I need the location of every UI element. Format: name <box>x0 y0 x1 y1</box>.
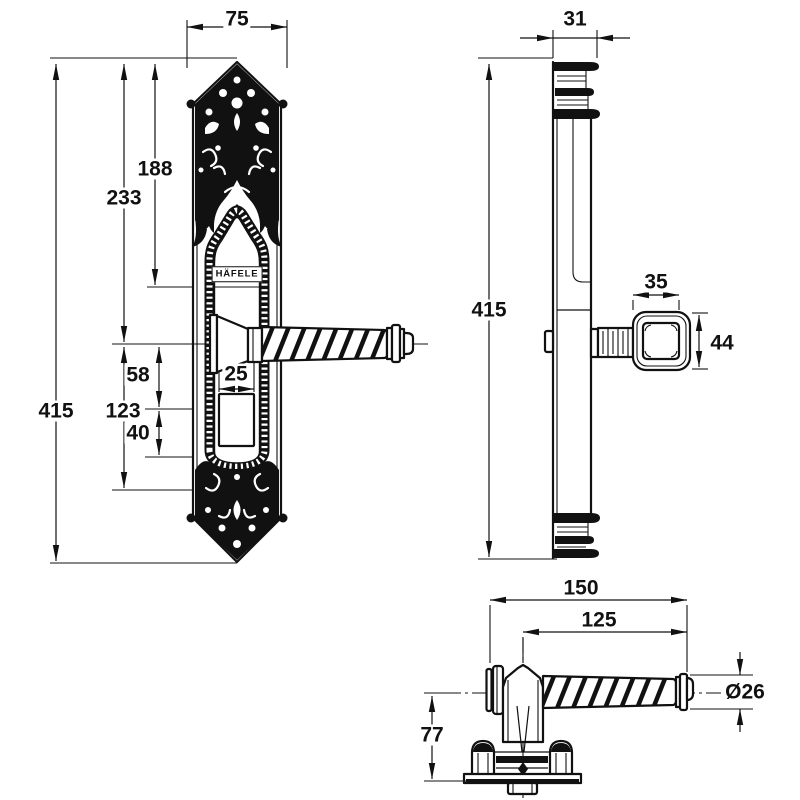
dim-front-188: 188 <box>135 157 175 181</box>
top-view-dimensions <box>424 596 753 782</box>
dim-front-58: 58 <box>124 363 152 387</box>
front-lever <box>205 313 428 375</box>
dim-top-projection-height: 77 <box>418 723 446 747</box>
dim-side-depth: 31 <box>561 7 589 31</box>
dim-front-keyhole-width: 25 <box>222 362 250 386</box>
dim-top-center-to-end: 125 <box>579 608 619 632</box>
dim-front-40: 40 <box>124 421 152 445</box>
dim-side-knob-height: 44 <box>708 331 736 355</box>
top-view <box>446 638 752 798</box>
side-view <box>543 60 692 560</box>
dim-side-knob-width2: 35 <box>642 270 670 294</box>
dim-front-123: 123 <box>103 399 143 423</box>
dim-front-233: 233 <box>104 186 144 210</box>
dim-top-lever-diameter: Ø26 <box>723 680 767 704</box>
dim-top-overall-length: 150 <box>561 576 601 600</box>
dim-front-plate-width: 75 <box>223 7 251 31</box>
dim-front-total-height: 415 <box>36 399 76 423</box>
front-view <box>186 60 288 564</box>
front-dimensions <box>50 20 288 564</box>
brand-logo: HÄFELE <box>211 266 263 282</box>
dim-side-total-height: 415 <box>469 298 509 322</box>
